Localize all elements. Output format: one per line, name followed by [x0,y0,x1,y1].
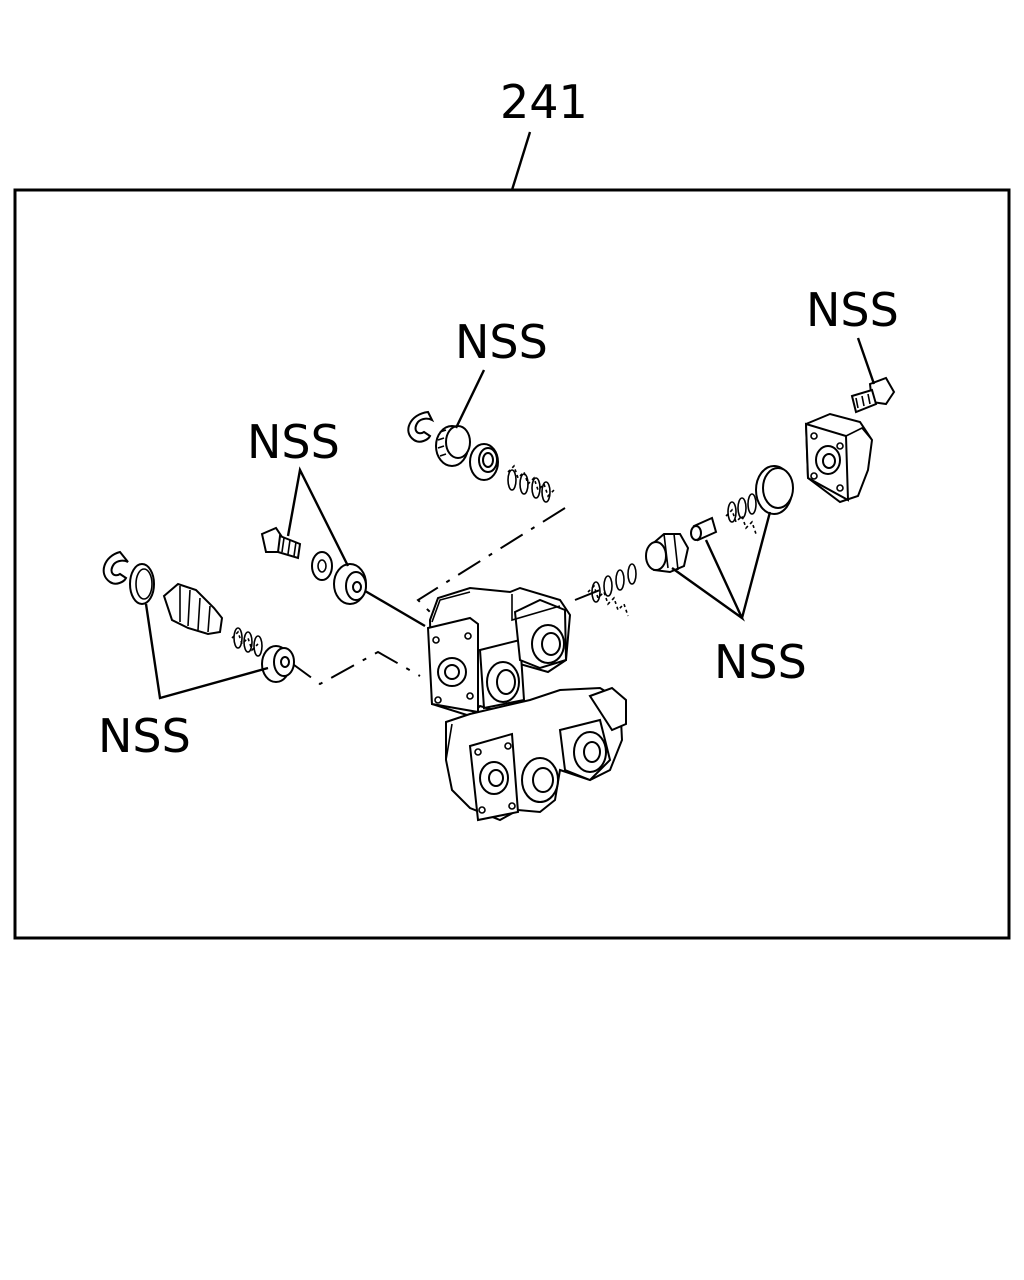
centerline-lower-left [289,650,421,686]
label-nss-top-center: NSS [455,315,548,369]
upper-left-parts [260,526,367,605]
right-parts [587,493,757,617]
leader-top-right [856,337,876,385]
assembly-ref-number: 241 [500,75,588,129]
top-center-parts [407,410,555,503]
centerline-left-stem [359,586,426,628]
label-nss-upper-left: NSS [247,415,340,469]
label-nss-top-right: NSS [806,283,899,337]
valve-body [426,586,627,822]
leader-lower-left [144,603,269,700]
leader-lower-right [671,511,772,622]
lower-left-parts [102,550,295,683]
label-nss-lower-right: NSS [714,635,807,689]
leader-top-center [454,369,486,429]
top-right-parts [755,376,896,515]
label-nss-lower-left: NSS [98,709,191,763]
assembly-frame [13,188,1011,940]
assembly-ref-leader [510,131,532,191]
centerline-top [416,507,566,613]
leader-upper-left [286,466,350,567]
